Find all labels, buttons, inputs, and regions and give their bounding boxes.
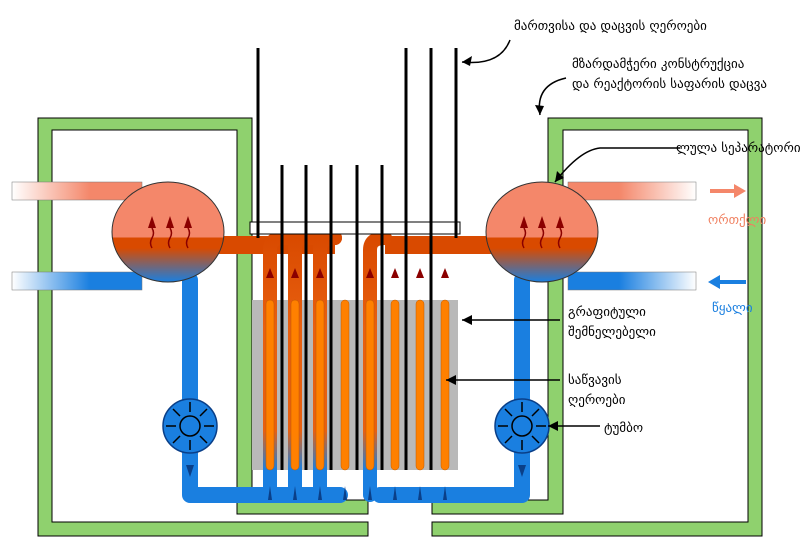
water-in-arrow	[708, 275, 746, 289]
label-fuel-2: ღეროები	[568, 393, 626, 408]
water-pipe-right	[567, 271, 697, 291]
label-containment-2: და რეაქტორის საფარის დაცვა	[572, 77, 767, 92]
downcomer-right	[372, 272, 530, 503]
label-graphite-2: შემნელებელი	[568, 325, 656, 340]
label-fuel-1: საწვავის	[568, 373, 622, 388]
pump-left	[162, 398, 218, 454]
steam-arrows-channels	[266, 268, 449, 278]
label-graphite-1: გრაფიტული	[568, 305, 646, 320]
flow-arrows	[186, 465, 526, 500]
label-containment-1: მზარდამჭერი კონსტრუქცია	[572, 57, 744, 72]
leader-arrowheads	[446, 56, 564, 431]
steam-separator-left	[111, 181, 225, 283]
steam-separator-right	[485, 181, 599, 283]
label-steam: ორთქლი	[708, 213, 766, 228]
control-rods	[256, 48, 458, 470]
label-control-rods: მართვისა და დაცვის ღეროები	[514, 19, 707, 34]
label-pump: ტუმბო	[604, 421, 643, 436]
steam-pipe-left	[11, 181, 143, 201]
label-steam-separator: ლულა სეპარატორი	[676, 141, 800, 156]
steam-out-arrow	[710, 184, 746, 198]
fuel-rods	[265, 299, 450, 471]
pump-right	[494, 398, 550, 454]
water-pipe-left	[11, 271, 143, 291]
label-water: წყალი	[712, 301, 753, 316]
steam-pipe-right	[567, 181, 697, 201]
